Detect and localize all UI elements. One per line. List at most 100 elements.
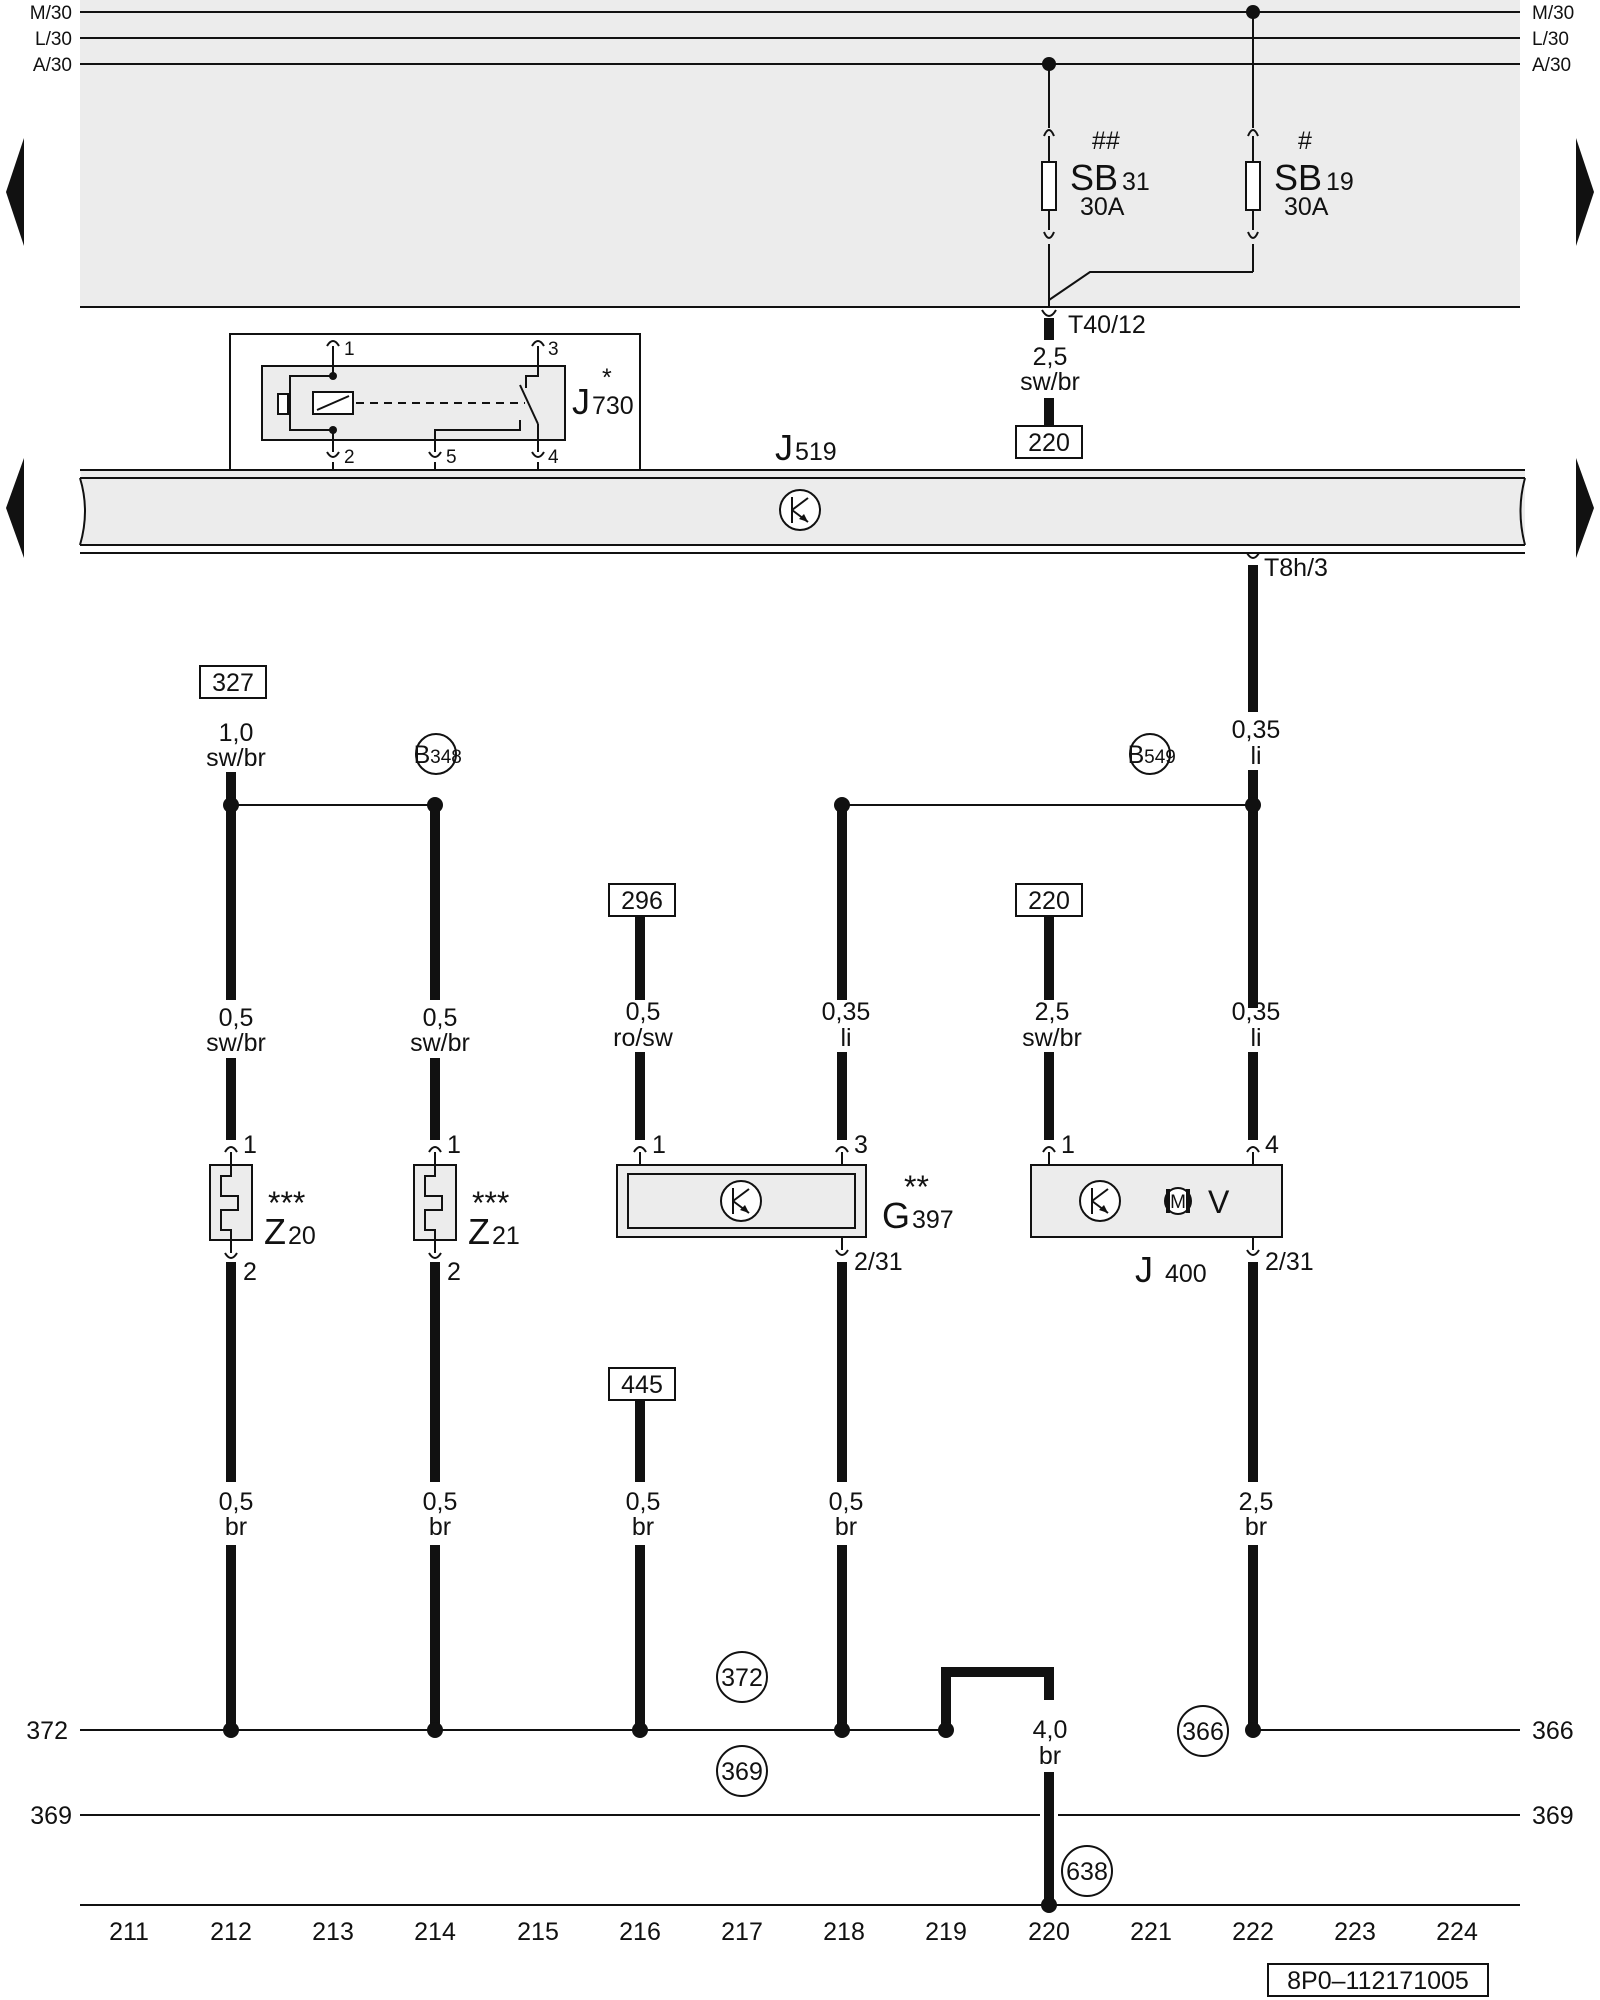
ref-box-445-label: 445 [621,1371,663,1399]
rail-m30-right-label: M/30 [1532,3,1574,24]
fuse-sb19-element [1245,161,1261,211]
circle-ref-366-label: 366 [1182,1718,1224,1746]
heater-z20-element [220,1165,239,1240]
axis-label-213: 213 [312,1918,354,1946]
axis-label-216: 216 [619,1918,661,1946]
wire-ground-size: 4,0 [1033,1716,1068,1744]
fuse-sb19-name: SB [1274,157,1322,198]
heater-z21-element [424,1165,443,1240]
wire-445-dn-color: br [632,1513,654,1541]
axis-label-212: 212 [210,1918,252,1946]
wire-z20-up-size: 0,5 [219,1004,254,1032]
axis-label-215: 215 [517,1918,559,1946]
page-prev-arrow-lower[interactable] [6,458,24,558]
module-j400-pin-1: 1 [1061,1131,1075,1159]
circle-ref-366[interactable] [1177,1705,1229,1757]
wire-t8h-size: 0,35 [1232,716,1281,744]
relay-pin-1: 1 [344,339,355,360]
wire-z20-dn-size: 0,5 [219,1488,254,1516]
wire-327-color: sw/br [206,744,266,772]
wire-g1-up-size: 0,5 [626,998,661,1026]
wire-j4-up-color: li [1250,1024,1261,1052]
rail-372-left-label: 372 [26,1717,68,1745]
rail-369-left-label: 369 [30,1802,72,1830]
heater-z21-sub: 21 [492,1222,520,1250]
axis-label-223: 223 [1334,1918,1376,1946]
axis-label-219: 219 [925,1918,967,1946]
fuse-sb19-rating: 30A [1284,193,1329,221]
page-next-arrow-upper[interactable] [1576,138,1594,246]
circled-refs: 372 369 366 638 [716,1651,1229,1897]
j519-sub: 519 [795,438,837,466]
wire-j1-up-size: 2,5 [1035,998,1070,1026]
wire-z21-dn-size: 0,5 [423,1488,458,1516]
branch-b348-name: B [414,741,431,769]
circle-ref-369[interactable] [716,1745,768,1797]
relay-j730-name: J [572,381,590,422]
page-prev-arrow-upper[interactable] [6,138,24,246]
sensor-g397-pin-2-31: 2/31 [854,1248,903,1276]
ref-box-220-mid-label: 220 [1028,887,1070,915]
branch-b348-circle [415,733,457,775]
module-j400-body [1030,1164,1283,1238]
fuse-sb19: # SB 19 30A [1048,12,1354,301]
circle-ref-372[interactable] [716,1651,768,1703]
heater-z21-mark: *** [472,1185,509,1221]
branch-b549-name: B [1128,741,1145,769]
j519-electronic-symbol [779,489,821,531]
axis-label-224: 224 [1436,1918,1478,1946]
ref-box-220-mid [1015,883,1083,917]
lower-wires: 0,5 br 0,5 br 0,5 br 0,5 br 2,5 br [219,1262,1274,1730]
page-next-arrow-lower[interactable] [1576,458,1594,558]
axis-label-220: 220 [1028,1918,1070,1946]
wire-g1-up-color: ro/sw [613,1024,674,1052]
connector-t8h-label: T8h/3 [1264,554,1328,582]
relay-pin-5: 5 [446,447,457,468]
branch-b549-circle [1129,733,1171,775]
circle-ref-369-label: 369 [721,1758,763,1786]
heater-z20-pin-2: 2 [243,1258,257,1286]
sensor-g397-pin-1: 1 [652,1131,666,1159]
j519-name: J [775,427,793,468]
wire-g-dn-color: br [835,1513,857,1541]
relay-pin-4: 4 [548,447,559,468]
wire-z21-dn-color: br [429,1513,451,1541]
rail-366-right-label: 366 [1532,1717,1574,1745]
heater-z20: 1 2 *** Z 20 [209,1131,316,1286]
top-rails: M/30 L/30 A/30 M/30 L/30 A/30 [30,3,1575,76]
wire-j-dn-color: br [1245,1513,1267,1541]
relay-j730: 1 3 2 5 4 J 730 * [229,333,641,485]
circle-ref-638[interactable] [1061,1845,1113,1897]
bottom-rails: 372 366 369 369 [26,1717,1574,1913]
motor-label: M [1170,1192,1186,1213]
fuse-box-area [80,0,1520,307]
fuse-sb31-name: SB [1070,157,1118,198]
wire-z21-up-size: 0,5 [423,1004,458,1032]
wire-j-dn-size: 2,5 [1239,1488,1274,1516]
module-j400-electronic-symbol [1079,1180,1121,1222]
heater-z21-pin-1: 1 [447,1131,461,1159]
rail-m30-left-label: M/30 [30,3,72,24]
upper-wires: 0,5 sw/br 0,5 sw/br 0,5 ro/sw 0,35 li 2,… [206,805,1280,1140]
ref-box-220-top [1015,425,1083,459]
fuse-sb31-element [1041,161,1057,211]
relay-switch-blade [519,384,539,425]
connector-t8h-symbol [1246,552,1260,559]
rail-a30-left-label: A/30 [33,55,72,76]
doc-code: 8P0–112171005 [1287,1967,1469,1995]
column-axis: 211 212 213 214 215 216 217 218 219 220 … [109,1918,1478,1946]
fuse-sb31: ## SB 31 30A [1041,64,1150,307]
module-j400-sub: 400 [1165,1260,1207,1288]
axis-label-221: 221 [1130,1918,1172,1946]
module-j400: M V 1 4 2/31 J 400 [1030,1131,1314,1290]
rail-369-right-label: 369 [1532,1802,1574,1830]
wire-t8h-color: li [1250,742,1261,770]
wire-327-size: 1,0 [219,719,254,747]
sensor-g397-electronic-symbol [720,1180,762,1222]
fuse-sb31-sub: 31 [1122,168,1150,196]
wire-j4-up-size: 0,35 [1232,998,1281,1026]
connector-t40-symbol [1041,309,1057,317]
wire-t40-color: sw/br [1020,368,1080,396]
wire-z20-dn-color: br [225,1513,247,1541]
